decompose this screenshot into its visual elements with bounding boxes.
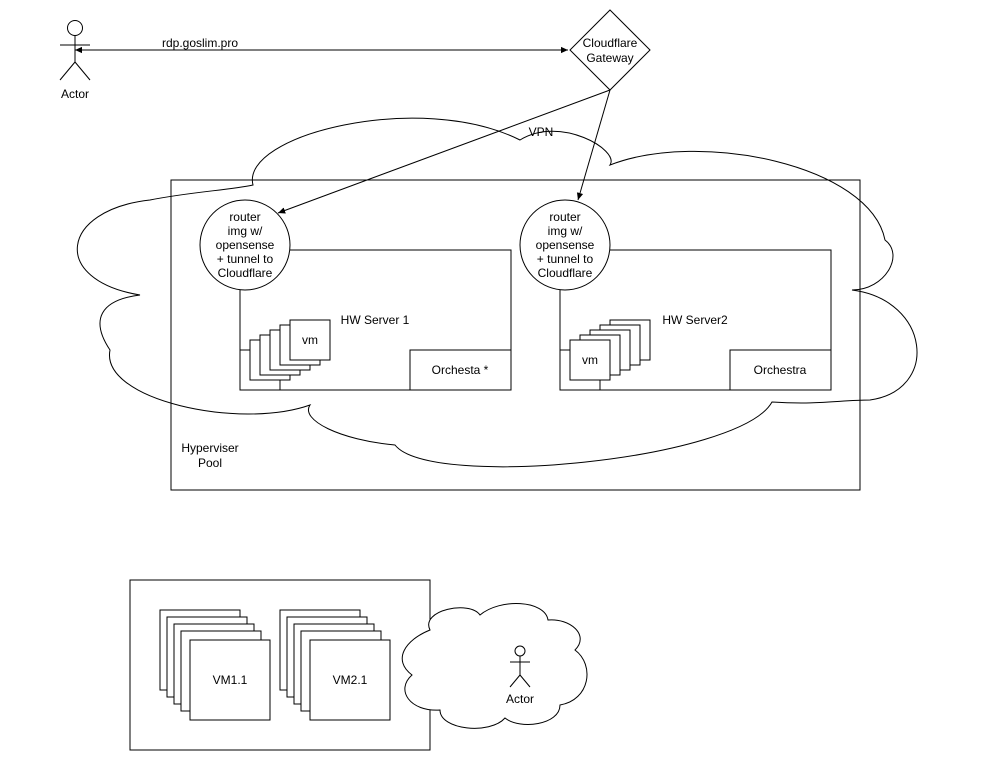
- gateway-to-router-2-arrow[interactable]: [576, 89, 611, 201]
- router-2-label-line4: + tunnel to: [537, 252, 594, 266]
- hw-server-1-label: HW Server 1: [341, 313, 410, 327]
- router-2-label-line5: Cloudflare: [538, 266, 593, 280]
- bottom-actor-icon[interactable]: [509, 645, 531, 688]
- vm-group-2-stack[interactable]: [279, 609, 391, 721]
- orchestra-1-box[interactable]: [409, 349, 512, 391]
- router-1-label-line5: Cloudflare: [218, 266, 273, 280]
- router-2-label-line3: opensense: [536, 238, 595, 252]
- router-2-label-line2: img w/: [548, 224, 583, 238]
- orchestra-1-label: Orchesta *: [432, 363, 489, 377]
- gateway-label-line2: Gateway: [586, 51, 633, 65]
- orchestra-2-box[interactable]: [729, 349, 832, 391]
- vpn-label: VPN: [529, 125, 554, 139]
- router-1-label-line3: opensense: [216, 238, 275, 252]
- vm-stack-server-1[interactable]: [249, 319, 331, 381]
- top-actor-label: Actor: [61, 87, 89, 101]
- router-1-label-line1: router: [229, 210, 260, 224]
- vm-1-label: vm: [302, 333, 318, 347]
- router-2-label-line1: router: [549, 210, 580, 224]
- actor-cloud[interactable]: [401, 603, 588, 729]
- gateway-label-line1: Cloudflare: [583, 36, 638, 50]
- vm-group-1-label: VM1.1: [213, 673, 248, 687]
- pool-label-line2: Pool: [198, 456, 222, 470]
- gateway-to-router-1-arrow[interactable]: [277, 89, 611, 214]
- vm-stack-server-2[interactable]: [569, 319, 651, 381]
- router-1-circle[interactable]: [199, 199, 291, 291]
- router-1-label-line2: img w/: [228, 224, 263, 238]
- vm-2-label: vm: [582, 353, 598, 367]
- top-actor-icon[interactable]: [59, 20, 91, 81]
- hw-server-2-label: HW Server2: [662, 313, 728, 327]
- vm-group-1-stack[interactable]: [159, 609, 271, 721]
- connection-label: rdp.goslim.pro: [162, 36, 238, 50]
- vpn-cloud[interactable]: [77, 117, 918, 468]
- orchestra-2-label: Orchestra: [754, 363, 807, 377]
- router-1-label-line4: + tunnel to: [217, 252, 274, 266]
- cloudflare-gateway-diamond[interactable]: [569, 9, 651, 91]
- bottom-actor-label: Actor: [506, 692, 534, 706]
- pool-label-line1: Hyperviser: [181, 441, 238, 455]
- router-2-circle[interactable]: [519, 199, 611, 291]
- vm-group-2-label: VM2.1: [333, 673, 368, 687]
